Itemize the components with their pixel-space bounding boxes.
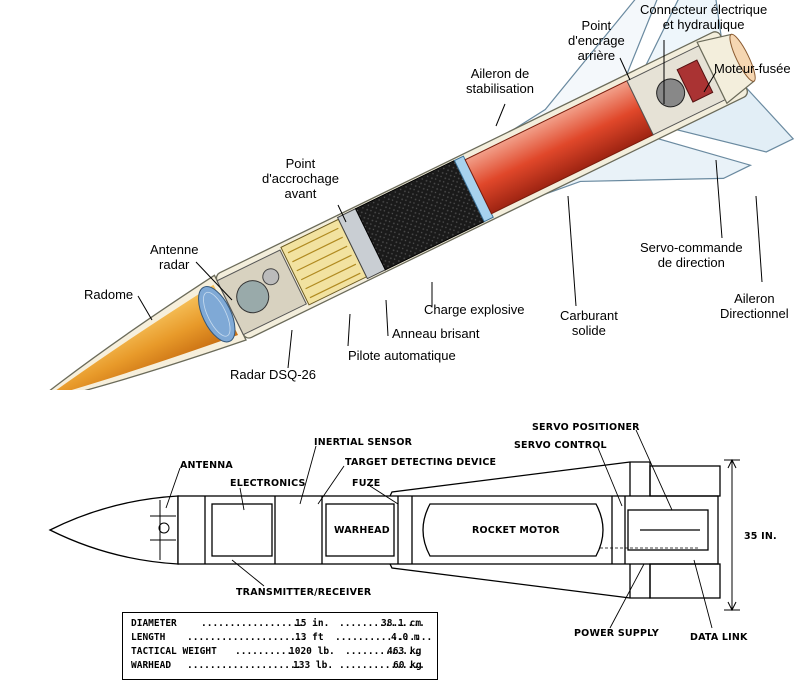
label-target-detecting-device: TARGET DETECTING DEVICE <box>345 457 497 468</box>
label-servo-positioner: SERVO POSITIONER <box>532 422 640 433</box>
spec-dots: .......... <box>235 646 293 657</box>
label-radome: Radome <box>84 287 134 302</box>
spec-dots: .................. <box>201 618 304 629</box>
spec-dots: ............... <box>339 618 425 629</box>
label-data-link: DATA LINK <box>690 632 748 643</box>
label-aileron-directionnel: Aileron Directionnel <box>720 291 789 321</box>
antenna-detail-icon <box>150 500 176 560</box>
specs-table: DIAMETER .................. 15 in. .....… <box>122 612 438 680</box>
label-point-encrage-arriere: Point d'encrage arrière <box>568 18 625 63</box>
label-antenne-radar: Antenne radar <box>150 242 199 272</box>
label-charge-explosive: Charge explosive <box>424 302 525 317</box>
spec-imperial: 133 lb. <box>293 660 334 671</box>
spec-name: TACTICAL WEIGHT <box>131 646 217 657</box>
line-drawing-panel: ANTENNA ELECTRONICS INERTIAL SENSOR TARG… <box>0 400 800 700</box>
spec-metric: 463 kg <box>387 646 422 657</box>
spec-row: DIAMETER .................. 15 in. .....… <box>131 618 431 631</box>
missile-line-drawing <box>48 429 740 629</box>
spec-name: LENGTH <box>131 632 166 643</box>
label-warhead: WARHEAD <box>334 525 390 536</box>
label-electronics: ELECTRONICS <box>230 478 306 489</box>
label-transmitter-receiver: TRANSMITTER/RECEIVER <box>236 587 372 598</box>
spec-dots: ............. <box>345 646 420 657</box>
label-carburant-solide: Carburant solide <box>560 308 618 338</box>
label-moteur-fusee: Moteur-fusée <box>714 61 791 76</box>
label-antenna: ANTENNA <box>180 460 233 471</box>
spec-imperial: 15 in. <box>295 618 330 629</box>
spec-row: WARHEAD .................... 133 lb. ...… <box>131 660 431 673</box>
label-fuze: FUZE <box>352 478 381 489</box>
spec-dots: .................... <box>187 660 302 671</box>
spec-metric: 60 kg <box>393 660 422 671</box>
spec-dots: ............... <box>339 660 425 671</box>
label-diameter-dimension: 35 IN. <box>744 531 777 542</box>
label-anneau-brisant: Anneau brisant <box>392 326 480 341</box>
label-pilote-automatique: Pilote automatique <box>348 348 456 363</box>
missile-cutaway-drawing <box>32 0 795 390</box>
spec-imperial: 13 ft <box>295 632 324 643</box>
label-radar-dsq26: Radar DSQ-26 <box>230 367 316 382</box>
label-inertial-sensor: INERTIAL SENSOR <box>314 437 413 448</box>
spec-name: WARHEAD <box>131 660 172 671</box>
label-power-supply: POWER SUPPLY <box>574 628 659 639</box>
spec-metric: 38.1 cm <box>381 618 422 629</box>
label-point-accrochage-avant: Point d'accrochage avant <box>262 156 339 201</box>
label-aileron-stabilisation: Aileron de stabilisation <box>466 66 534 96</box>
label-servo-commande: Servo-commande de direction <box>640 240 743 270</box>
spec-name: DIAMETER <box>131 618 177 629</box>
cutaway-illustration: Radome Antenne radar Radar DSQ-26 Pilote… <box>32 0 795 390</box>
label-rocket-motor: ROCKET MOTOR <box>472 525 560 536</box>
spec-dots: ..................... <box>187 632 308 643</box>
spec-row: LENGTH ..................... 13 ft .....… <box>131 632 433 645</box>
spec-row: TACTICAL WEIGHT .......... 1020 lb. ....… <box>131 646 431 659</box>
spec-metric: 4.0 m <box>391 632 420 643</box>
label-servo-control: SERVO CONTROL <box>514 440 607 451</box>
label-connecteur: Connecteur électrique et hydraulique <box>640 2 768 32</box>
spec-imperial: 1020 lb. <box>289 646 335 657</box>
spec-dots: ................. <box>335 632 433 643</box>
